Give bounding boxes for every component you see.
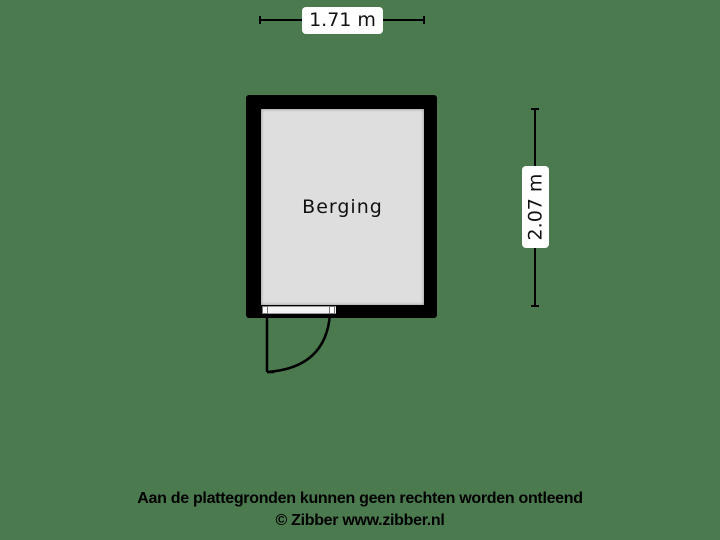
width-dimension-end-tick xyxy=(423,16,425,24)
disclaimer-text: Aan de plattegronden kunnen geen rechten… xyxy=(137,490,583,507)
width-dimension-label: 1.71 m xyxy=(302,7,383,34)
copyright-text: © Zibber www.zibber.nl xyxy=(275,512,445,529)
room-berging: Berging xyxy=(261,109,424,305)
door-post-left xyxy=(262,306,268,314)
depth-dimension-label: 2.07 m xyxy=(524,173,546,241)
door-post-right xyxy=(329,306,335,314)
room-label: Berging xyxy=(302,196,383,218)
door-sill xyxy=(262,306,336,314)
door-swing-icon xyxy=(265,313,332,374)
depth-dimension-end-tick xyxy=(531,305,539,307)
depth-dimension-label-box: 2.07 m xyxy=(522,166,549,248)
